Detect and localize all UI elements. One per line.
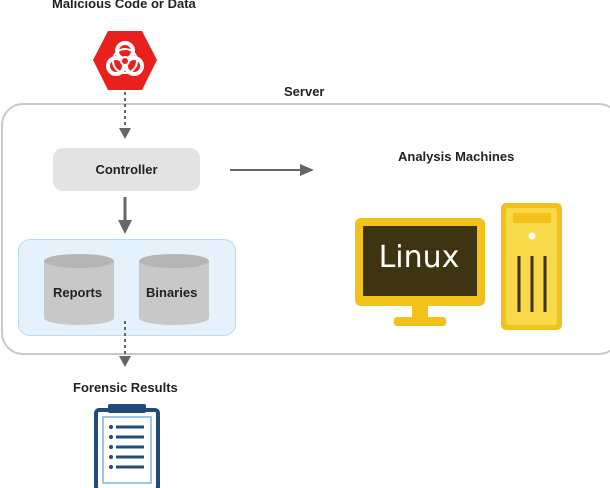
reports-label: Reports	[53, 285, 103, 300]
monitor-icon	[355, 218, 485, 326]
forensic-results-label: Forensic Results	[73, 380, 178, 395]
reports-cylinder	[44, 254, 114, 325]
clipboard-icon	[94, 404, 160, 488]
linux-label: Linux	[378, 240, 460, 275]
server-label: Server	[284, 84, 325, 99]
binaries-cylinder	[139, 254, 209, 325]
malicious-code-label: Malicious Code or Data	[52, 0, 196, 11]
biohazard-icon	[93, 31, 157, 90]
analysis-machines-label: Analysis Machines	[398, 149, 515, 164]
controller-box: Controller	[53, 148, 200, 191]
binaries-label: Binaries	[146, 285, 198, 300]
computer-tower-icon	[501, 203, 562, 330]
controller-label: Controller	[95, 162, 158, 177]
